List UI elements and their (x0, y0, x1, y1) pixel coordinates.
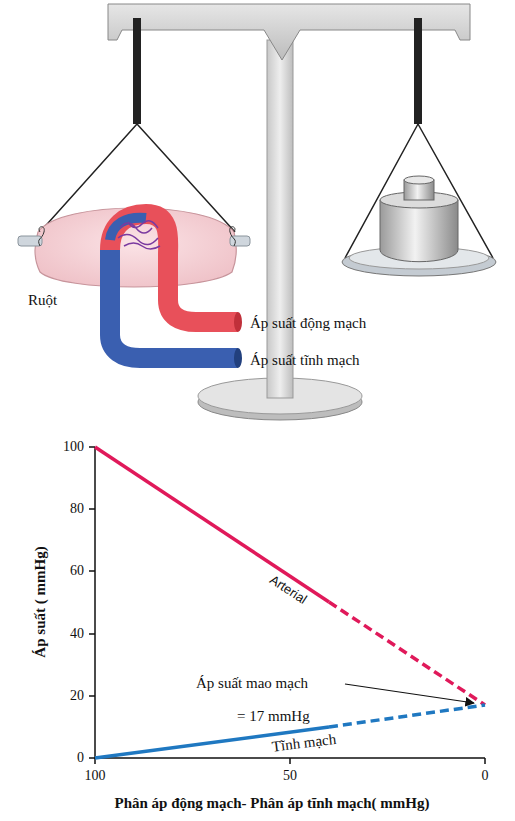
hanger-rod (133, 18, 141, 124)
hanger-rod (414, 18, 422, 124)
tick-label: 60 (70, 563, 84, 578)
tick-label: 20 (70, 688, 84, 703)
series-label: Arterial (267, 573, 309, 607)
axis-title: Phân áp động mạch- Phân áp tĩnh mạch( mm… (114, 795, 429, 812)
part-label: Áp suất tĩnh mạch (250, 352, 360, 369)
tick-label: 100 (85, 768, 106, 783)
tick-label: 50 (283, 768, 297, 783)
weight-knob-top (404, 176, 434, 184)
capillary-bed (118, 221, 160, 249)
part-label: Ruột (28, 292, 57, 309)
artery-opening (234, 312, 242, 332)
venous-extrapolation (329, 705, 485, 727)
intestine (35, 208, 236, 287)
artery-tube (110, 214, 238, 322)
leader-arrow (345, 684, 474, 703)
vein-tube (110, 250, 238, 358)
vein-opening (234, 348, 242, 368)
annotation: = 17 mmHg (237, 708, 310, 725)
arterial-extrapolation (329, 602, 485, 705)
stand-post (267, 40, 293, 398)
annotation: Áp suất mao mạch (196, 675, 308, 692)
vein-branch (110, 218, 146, 240)
arterial-line (95, 447, 329, 602)
tick-label: 40 (70, 626, 84, 641)
tick-label: 80 (70, 501, 84, 516)
tick-label: 0 (482, 768, 489, 783)
ticks (89, 447, 485, 764)
axis-title: Áp suất ( mmHg) (32, 546, 49, 657)
part-label: Áp suất động mạch (250, 315, 366, 332)
axes (95, 447, 485, 758)
chart (89, 447, 485, 764)
tick-label: 0 (77, 750, 84, 765)
tick-label: 100 (63, 439, 84, 454)
weight (380, 200, 458, 262)
